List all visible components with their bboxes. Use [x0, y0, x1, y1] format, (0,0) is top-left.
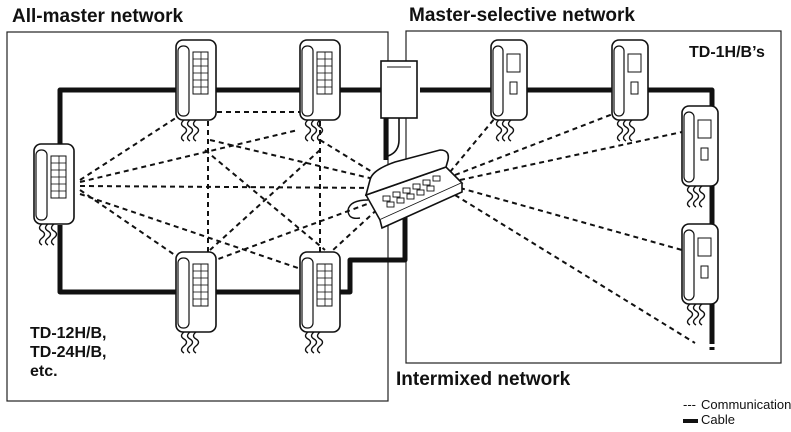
model-label: TD-12H/B,: [30, 325, 107, 342]
master-station-bottom-right: [299, 251, 341, 354]
legend-cable: Cable: [683, 413, 735, 427]
model-label: TD-24H/B,: [30, 344, 107, 361]
model-list: TD-12H/B, TD-24H/B, etc.: [30, 324, 106, 381]
communication-legend-label: Communication: [701, 397, 791, 412]
communication-lines: [79, 111, 696, 344]
selective-station-1: [490, 39, 528, 142]
master-station-top-left: [175, 39, 217, 142]
all-master-title: All-master network: [12, 6, 184, 27]
selective-station-2: [611, 39, 649, 142]
master-selective-title: Master-selective network: [409, 5, 635, 26]
master-station-bottom-left: [175, 251, 217, 354]
power-supply: [380, 60, 418, 157]
master-station-left: [33, 143, 75, 246]
communication-legend-symbol: ---: [683, 397, 696, 412]
cable-legend-label: Cable: [701, 412, 735, 427]
td1-label: TD-1H/B’s: [689, 44, 765, 61]
intermixed-title: Intermixed network: [396, 369, 571, 390]
legend-communication: --- Communication: [683, 398, 791, 412]
master-selective-frame: [405, 30, 782, 364]
model-label: etc.: [30, 363, 58, 380]
central-master-station: [347, 149, 464, 230]
